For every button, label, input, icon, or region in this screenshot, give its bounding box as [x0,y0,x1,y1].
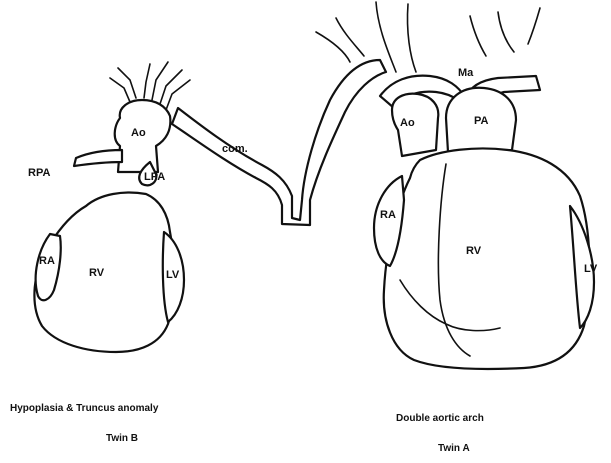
twin-b-vessel-branch-6 [166,80,190,110]
twin-a-label-lv: LV [584,263,598,275]
twin-a-label-ra: RA [380,209,396,221]
twin-a-caption-twin: Twin A [438,443,470,454]
twin-b-vessel-branch-3 [144,64,150,98]
twin-a-arch-branch-1 [316,32,350,62]
twin-b-label-rpa: RPA [28,167,50,179]
twin-a-aorta [392,94,438,156]
twin-a-arch-branch-5 [470,16,486,56]
twin-b-vessel-branch-1 [110,78,130,102]
twin-b-label-lpa: LPA [144,171,165,183]
communicating-vessel [172,60,386,225]
twin-a-label-ma: Ma [458,67,474,79]
connection-label-com: com. [222,143,248,155]
twin-a-label-pa: PA [474,115,489,127]
twin-b-right-pulmonary-artery [74,150,122,166]
twin-a-ventricle-body [384,148,590,369]
twin-a-caption-title: Double aortic arch [396,413,484,424]
twin-a-heart [316,2,594,369]
twin-a-arch-branch-6 [498,12,514,52]
twin-a-arch-branch-7 [528,8,540,44]
twin-b-vessel-branch-4 [152,62,168,100]
twin-a-arch-branch-4 [407,4,416,72]
twin-b-heart [34,62,190,352]
twin-b-caption-twin: Twin B [106,433,138,444]
twin-b-label-ra: RA [39,255,55,267]
twin-a-label-rv: RV [466,245,482,257]
twin-b-label-ao: Ao [131,127,146,139]
twin-b-label-lv: LV [166,269,180,281]
twin-a-label-ao: Ao [400,117,415,129]
twin-b-caption-title: Hypoplasia & Truncus anomaly [10,403,159,414]
twin-b-label-rv: RV [89,267,105,279]
